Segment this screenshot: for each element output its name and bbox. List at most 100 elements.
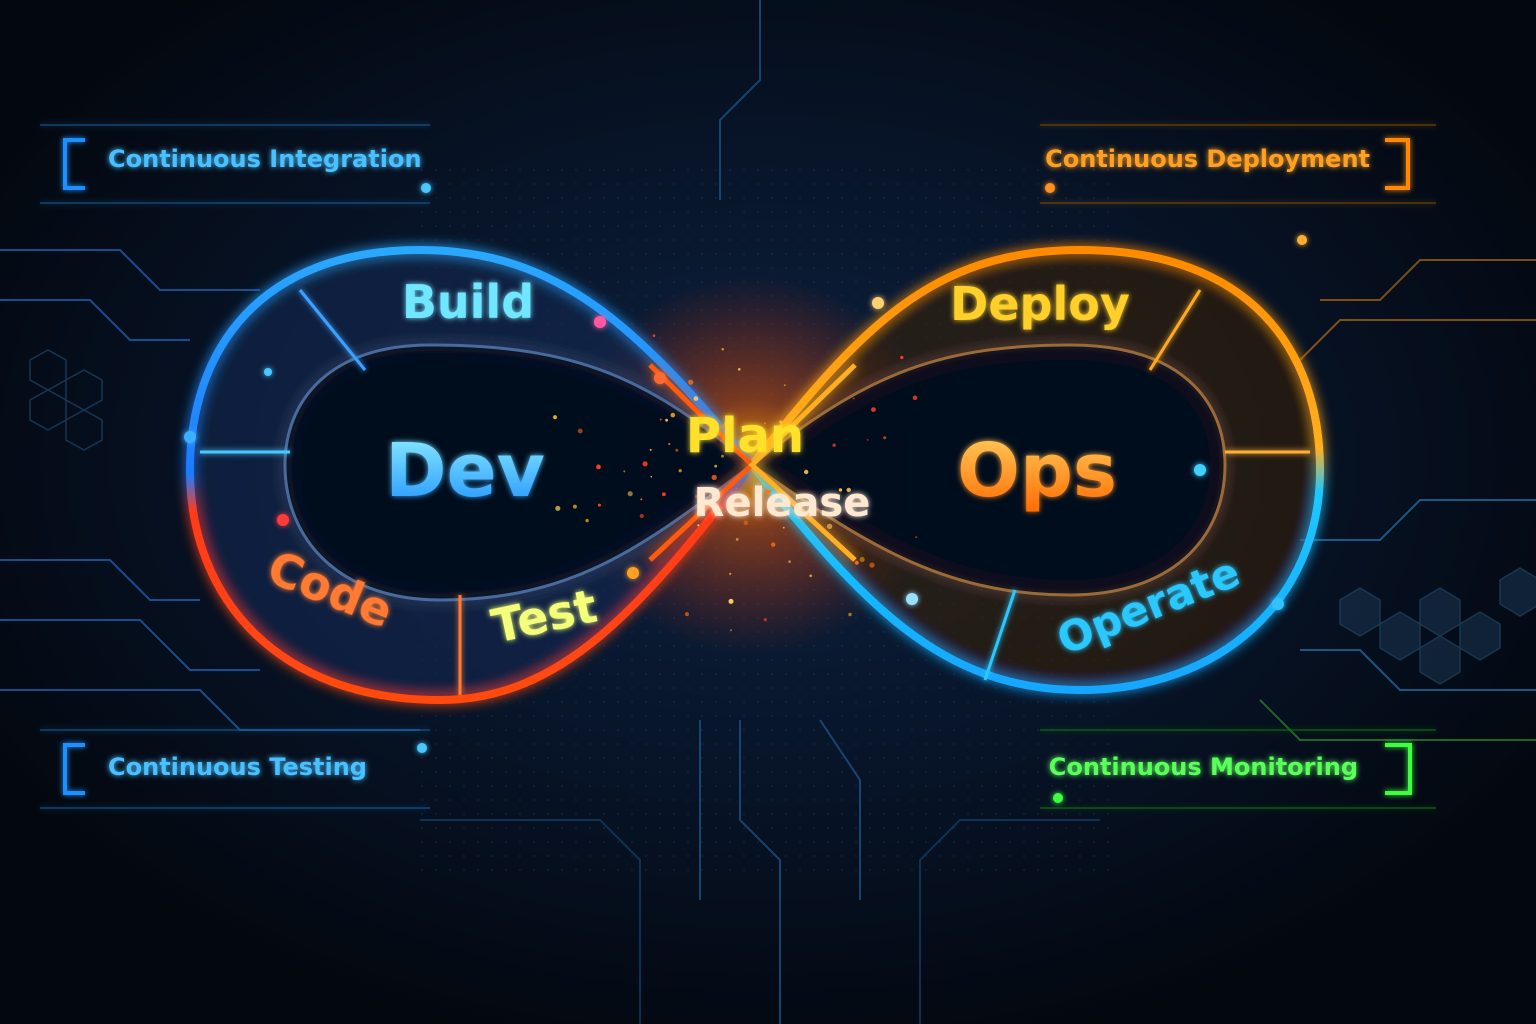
circuit-trace: [0, 619, 260, 671]
practice-box-testing: Continuous Testing: [40, 729, 430, 809]
practice-integration-label: Continuous Integration: [108, 145, 422, 173]
spark: [809, 574, 812, 578]
practice-monitoring-label: Continuous Monitoring: [1049, 753, 1358, 781]
spark: [572, 504, 577, 509]
spark: [714, 464, 718, 468]
spark: [649, 448, 652, 451]
spark: [779, 420, 783, 424]
spark: [735, 538, 739, 541]
spark: [623, 470, 626, 473]
practice-box-monitoring: Continuous Monitoring: [1040, 729, 1436, 809]
spark: [912, 395, 918, 401]
spark: [782, 526, 785, 529]
spark: [834, 493, 837, 497]
spark: [670, 412, 676, 418]
loop-nodes: [184, 235, 1307, 610]
crossing-highlight: [648, 363, 857, 562]
spark: [826, 523, 833, 529]
circuit-trace: [1299, 319, 1536, 361]
spark: [724, 422, 728, 427]
spark: [665, 418, 668, 422]
hexagon-decoration-left: [29, 349, 103, 451]
spark: [871, 407, 876, 412]
stage-deploy-label: Deploy: [950, 277, 1130, 331]
dev-loop: [185, 245, 756, 705]
circuit-trace: [1320, 259, 1536, 301]
spark: [869, 562, 875, 568]
spark: [555, 505, 561, 511]
spark: [846, 487, 851, 493]
circuit-trace: [1300, 499, 1536, 541]
stage-release-label: Release: [694, 480, 871, 526]
circuit-trace: [739, 720, 781, 1024]
spark: [767, 488, 770, 491]
spark: [693, 396, 699, 401]
circuit-trace: [0, 299, 190, 341]
spark-particles: [552, 334, 918, 631]
spark: [688, 379, 694, 385]
spark: [900, 355, 904, 360]
spark: [788, 560, 791, 564]
circuit-trace: [1259, 699, 1536, 741]
spark: [738, 368, 741, 371]
spark: [794, 505, 798, 509]
spark: [804, 469, 809, 475]
spark: [639, 513, 644, 519]
spark: [721, 454, 724, 458]
stage-plan-label: Plan: [686, 408, 804, 464]
circuit-trace: [719, 0, 761, 200]
spark: [838, 488, 843, 492]
spark: [650, 475, 653, 478]
spark: [763, 618, 767, 622]
hexagon-decoration-right: [1339, 567, 1536, 685]
practice-box-integration: Continuous Integration: [40, 124, 431, 204]
spark: [730, 629, 732, 631]
spark: [721, 347, 724, 351]
spark: [763, 422, 767, 425]
spark: [675, 448, 679, 452]
spark: [627, 491, 633, 497]
circuit-trace: [1300, 649, 1536, 691]
dev-center-label: Dev: [385, 428, 545, 514]
spark: [668, 442, 671, 446]
practice-deployment-label: Continuous Deployment: [1045, 145, 1370, 173]
spark: [678, 469, 682, 473]
spark: [659, 418, 662, 421]
spark: [711, 474, 717, 481]
spark: [735, 487, 738, 490]
spark: [771, 542, 776, 547]
spark: [883, 436, 887, 440]
dev-loop-dividers: [200, 289, 462, 695]
ops-loop-dividers: [983, 289, 1310, 681]
spark: [728, 598, 734, 604]
circuit-trace: [919, 819, 1100, 1024]
circuit-trace: [819, 719, 861, 900]
spark: [852, 397, 855, 400]
spark: [866, 439, 869, 441]
spark: [697, 524, 700, 527]
spark: [915, 536, 918, 539]
spark: [642, 461, 648, 467]
practice-box-deployment: Continuous Deployment: [1040, 124, 1436, 204]
circuit-trace: [0, 559, 200, 601]
spark: [577, 428, 583, 434]
circuit-trace: [0, 249, 260, 291]
spark: [640, 498, 643, 501]
spark: [765, 489, 771, 495]
spark: [720, 424, 725, 429]
spark: [848, 612, 852, 617]
spark: [597, 503, 601, 507]
spark: [743, 520, 749, 526]
spark: [685, 612, 689, 617]
ops-loop: [748, 245, 1325, 695]
spark: [662, 492, 666, 497]
spark: [652, 334, 656, 338]
spark: [596, 464, 601, 470]
stage-build-label: Build: [402, 275, 534, 329]
spark: [783, 384, 786, 387]
spark: [729, 572, 732, 575]
spark: [585, 518, 589, 523]
